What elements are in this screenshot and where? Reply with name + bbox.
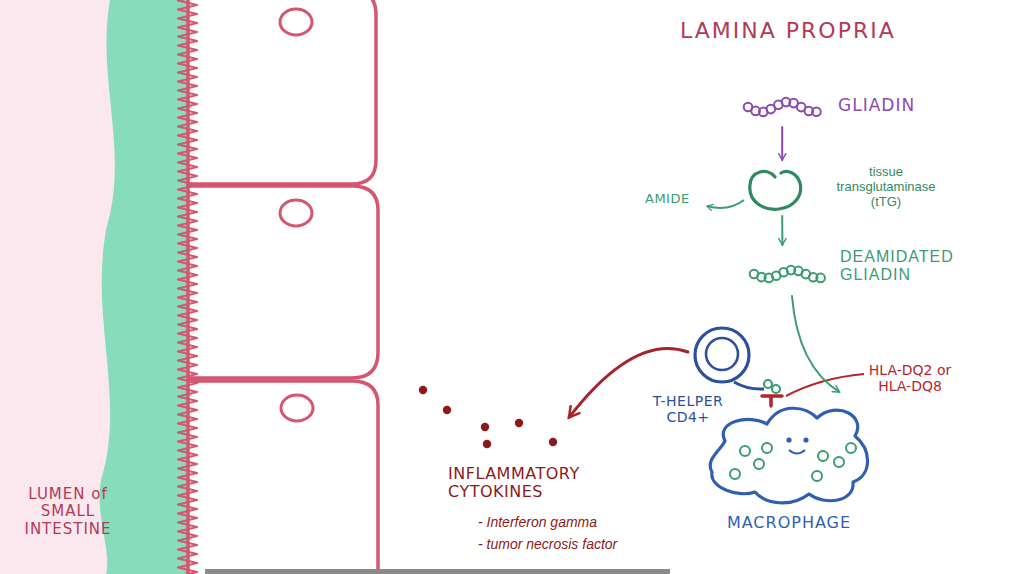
enzyme-node: tissue transglutaminase (tTG): [745, 163, 805, 213]
region-label: LUMEN of SMALL INTESTINE: [18, 486, 118, 538]
arrow-connector: [781, 216, 783, 245]
antigen-fragment: [764, 380, 780, 393]
cytokine-dots: [415, 380, 565, 452]
node-detail: - Interferon gamma: [478, 514, 708, 530]
hla-receptor: [762, 396, 782, 406]
node-label: MACROPHAGE: [709, 514, 869, 532]
t-cell-shape: [692, 325, 752, 385]
receptor-label: HLA-DQ2 or HLA-DQ8: [868, 362, 952, 394]
cytokine-node: INFLAMMATORY CYTOKINES- Interferon gamma…: [415, 380, 565, 452]
enzyme-shape: [745, 163, 805, 213]
tcell-receptor-stalk: [734, 382, 764, 389]
node-detail: - tumor necrosis factor: [478, 536, 708, 552]
macrophage-shape: [705, 396, 873, 508]
deamidated-chain: [748, 248, 828, 292]
region-title: LAMINA PROPRIA: [680, 18, 940, 43]
deamidated-node: DEAMIDATED GLIADIN: [748, 248, 828, 292]
macrophage-node: MACROPHAGE: [705, 396, 873, 508]
node-label: GLIADIN: [838, 96, 978, 116]
t-cell-node: T-HELPER CD4+: [692, 325, 752, 385]
epithelial-cells: [188, 0, 378, 574]
gliadin-chain: [742, 90, 824, 124]
nucleus: [280, 9, 313, 421]
progress-bar: [205, 569, 670, 574]
microvilli: [178, 0, 197, 574]
node-label: T-HELPER CD4+: [638, 393, 738, 425]
node-label: DEAMIDATED GLIADIN: [840, 248, 980, 285]
microvilli-edge: [178, 0, 197, 574]
arrow-connector: [792, 296, 839, 392]
product-label: AMIDE: [645, 192, 707, 207]
gliadin-node: GLIADIN: [742, 90, 824, 124]
node-label: tissue transglutaminase (tTG): [827, 165, 945, 210]
leader-line: [786, 374, 864, 396]
node-label: INFLAMMATORY CYTOKINES: [448, 465, 628, 502]
amide-arrow: [707, 200, 744, 208]
arrow-connector: [781, 127, 783, 160]
lumen-ground: [0, 0, 200, 574]
